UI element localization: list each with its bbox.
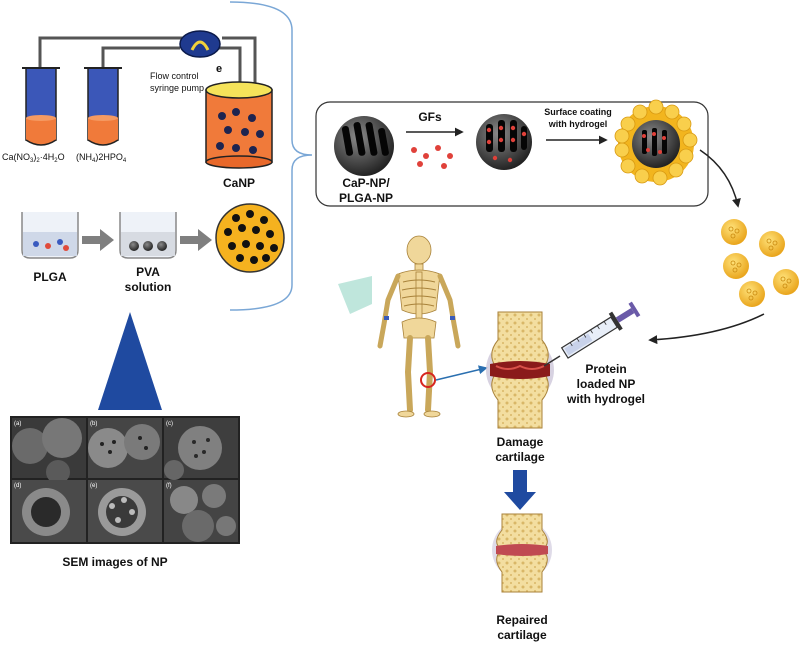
reagent-2-label: (NH4)2HPO4 bbox=[76, 152, 127, 164]
sem-label-e: (e) bbox=[90, 483, 97, 489]
sem-panel-e bbox=[88, 480, 162, 542]
reagent-tube-1 bbox=[22, 67, 60, 146]
np-label-2: PLGA-NP bbox=[339, 191, 393, 205]
repaired-label-1: Repaired bbox=[496, 613, 547, 627]
injection-syringe bbox=[543, 301, 641, 367]
gray-arrow-2 bbox=[180, 229, 212, 251]
gfs-label: GFs bbox=[418, 110, 442, 124]
pva-beaker bbox=[119, 212, 177, 259]
coating-label-1: Surface coating bbox=[544, 107, 612, 117]
pump-mark: e bbox=[216, 63, 222, 75]
pump-label-2: syringe pump bbox=[150, 83, 204, 93]
hydrogel-np-cluster bbox=[721, 219, 799, 307]
sem-panel-d bbox=[12, 480, 86, 542]
sem-caption: SEM images of NP bbox=[62, 555, 167, 569]
repaired-label-2: cartilage bbox=[497, 628, 547, 642]
reagent-1-label: Ca(NO3)2·4H2O bbox=[2, 152, 65, 164]
repaired-knee-joint bbox=[492, 513, 552, 593]
rib-lines bbox=[401, 279, 437, 307]
pva-label-1: PVA bbox=[136, 265, 160, 279]
sem-label-b: (b) bbox=[90, 421, 97, 427]
sem-panel-f bbox=[164, 480, 238, 542]
sem-label-c: (c) bbox=[166, 421, 173, 427]
protein-label-2: loaded NP bbox=[577, 377, 636, 391]
to-particles-arrow bbox=[699, 149, 741, 208]
skeleton-figure bbox=[377, 235, 461, 418]
canp-label: CaNP bbox=[223, 176, 255, 190]
knee-highlight bbox=[420, 372, 436, 388]
sem-panel-c bbox=[164, 418, 238, 480]
syringe-pump-tubing bbox=[38, 36, 257, 92]
sem-label-a: (a) bbox=[14, 421, 21, 427]
hydrogel-coated-np-icon bbox=[614, 99, 698, 186]
plga-label: PLGA bbox=[33, 270, 67, 284]
sem-pointer-triangle bbox=[98, 312, 162, 410]
knee-zoom-arrow bbox=[435, 365, 488, 381]
sem-image-grid: (a) (b) (c) (d) (e) (f) bbox=[10, 416, 240, 544]
sem-panel-a bbox=[12, 418, 86, 484]
protein-label-3: with hydrogel bbox=[566, 392, 645, 406]
protein-label-1: Protein bbox=[585, 362, 626, 376]
repair-down-arrow bbox=[504, 470, 536, 510]
loaded-np-icon bbox=[476, 114, 532, 170]
sem-label-d: (d) bbox=[14, 483, 21, 489]
joint-markers bbox=[384, 316, 455, 320]
pva-label-2: solution bbox=[125, 280, 172, 294]
to-injection-arrow bbox=[648, 313, 765, 345]
damage-label-2: cartilage bbox=[495, 450, 545, 464]
porous-np-icon bbox=[334, 116, 394, 176]
plga-beaker bbox=[21, 212, 79, 259]
reagent-tube-2 bbox=[84, 67, 122, 146]
syringe-pump bbox=[179, 30, 221, 58]
damage-label-1: Damage bbox=[497, 435, 544, 449]
canp-vessel bbox=[205, 81, 273, 169]
light-beam bbox=[338, 276, 372, 314]
grouping-bracket bbox=[229, 1, 313, 311]
growth-factor-dots bbox=[411, 145, 453, 169]
coating-label-2: with hydrogel bbox=[548, 119, 608, 129]
sem-panel-b bbox=[88, 418, 162, 478]
damaged-knee-joint bbox=[486, 311, 554, 429]
np-label-1: CaP-NP/ bbox=[342, 176, 390, 190]
gray-arrow-1 bbox=[82, 229, 114, 251]
plga-np-particle bbox=[215, 203, 285, 273]
sem-label-f: (f) bbox=[166, 483, 172, 489]
pump-label-1: Flow control bbox=[150, 71, 199, 81]
